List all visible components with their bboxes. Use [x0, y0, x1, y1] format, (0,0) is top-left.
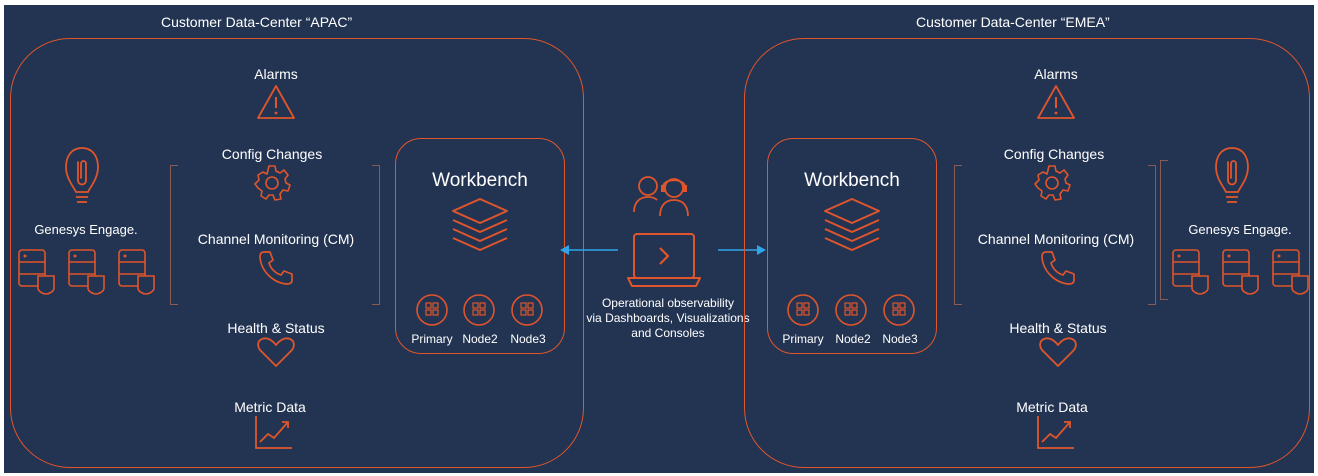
- server-shield-icon: [118, 249, 155, 295]
- apac-product-label: Genesys Engage.: [34, 222, 138, 237]
- observability-caption: Operational observability via Dashboards…: [568, 296, 768, 341]
- trend-chart-icon: [255, 416, 292, 449]
- apac-workbench-box: [395, 138, 565, 354]
- node-grid-icon: [787, 294, 819, 326]
- layers-stack-icon: [824, 198, 880, 251]
- arrow-to-apac: [560, 245, 618, 255]
- heart-icon: [1039, 337, 1077, 367]
- caption-line: via Dashboards, Visualizations: [586, 311, 750, 325]
- node-grid-icon: [463, 294, 495, 326]
- emea-alarms-label: Alarms: [1034, 66, 1078, 82]
- phone-icon: [259, 251, 293, 285]
- laptop-terminal-icon: [627, 233, 701, 287]
- emea-health-label: Health & Status: [1009, 320, 1107, 336]
- emea-channel-label: Channel Monitoring (CM): [977, 231, 1135, 247]
- heart-icon: [257, 337, 295, 367]
- server-shield-icon: [18, 249, 55, 295]
- emea-node-label: Node2: [835, 332, 871, 346]
- server-shield-icon: [1222, 249, 1259, 295]
- apac-bracket-right: [372, 165, 380, 305]
- node-grid-icon: [835, 294, 867, 326]
- emea-product-label: Genesys Engage.: [1188, 222, 1292, 237]
- trend-chart-icon: [1037, 416, 1074, 449]
- apac-frame: [10, 38, 584, 468]
- diagram-background: [4, 5, 1314, 473]
- server-shield-icon: [1272, 249, 1309, 295]
- emea-metric-label: Metric Data: [1016, 399, 1088, 415]
- caption-line: and Consoles: [631, 326, 705, 340]
- emea-product-bracket: [1160, 160, 1168, 300]
- apac-title: Customer Data-Center “APAC”: [161, 14, 353, 30]
- emea-config-label: Config Changes: [1003, 146, 1105, 162]
- apac-node-label: Node3: [510, 332, 546, 346]
- node-grid-icon: [883, 294, 915, 326]
- emea-bracket-right: [1148, 165, 1156, 305]
- apac-health-label: Health & Status: [227, 320, 325, 336]
- server-shield-icon: [1172, 249, 1209, 295]
- users-headset-icon: [633, 176, 689, 217]
- node-grid-icon: [416, 294, 448, 326]
- apac-workbench-title: Workbench: [432, 170, 528, 191]
- emea-bracket-left: [954, 165, 962, 305]
- apac-metric-label: Metric Data: [234, 399, 306, 415]
- layers-stack-icon: [452, 198, 508, 251]
- apac-node-label: Primary: [411, 332, 453, 346]
- arrow-to-emea: [718, 245, 766, 255]
- emea-node-label: Node3: [882, 332, 918, 346]
- emea-workbench-box: [767, 138, 937, 354]
- emea-title: Customer Data-Center “EMEA”: [916, 14, 1110, 30]
- apac-node-label: Node2: [462, 332, 498, 346]
- apac-config-label: Config Changes: [221, 146, 323, 162]
- gear-icon: [254, 165, 291, 201]
- genesys-logo-icon: [1215, 147, 1249, 203]
- apac-bracket-left: [170, 165, 178, 305]
- emea-node-label: Primary: [782, 332, 824, 346]
- server-shield-icon: [68, 249, 105, 295]
- gear-icon: [1034, 165, 1071, 201]
- emea-workbench-title: Workbench: [804, 170, 900, 191]
- warning-triangle-icon: [257, 85, 295, 119]
- emea-frame: [744, 38, 1310, 468]
- genesys-logo-icon: [65, 147, 99, 203]
- caption-line: Operational observability: [601, 296, 735, 310]
- phone-icon: [1041, 251, 1075, 285]
- warning-triangle-icon: [1037, 85, 1075, 119]
- node-grid-icon: [511, 294, 543, 326]
- apac-alarms-label: Alarms: [254, 66, 298, 82]
- apac-channel-label: Channel Monitoring (CM): [197, 231, 355, 247]
